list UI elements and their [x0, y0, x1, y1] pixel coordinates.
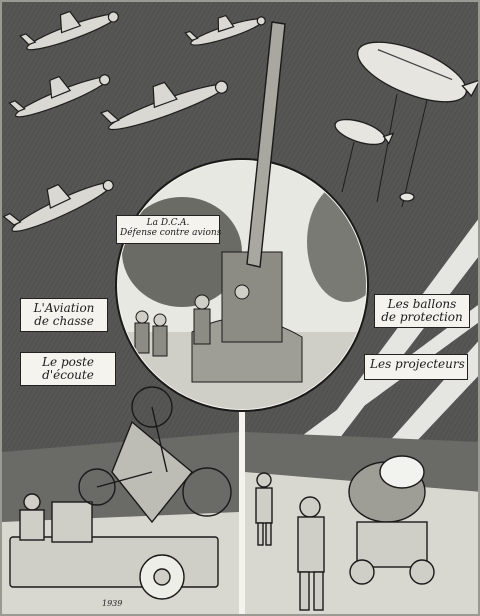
generator	[51, 501, 93, 543]
balloon-small	[399, 192, 415, 202]
panel-divider	[239, 402, 245, 614]
plane-2	[184, 14, 266, 46]
barrage-balloons	[334, 41, 478, 208]
horn-top	[131, 386, 173, 428]
label-dca: La D.C.A. Défense contre avions	[116, 215, 222, 244]
label-aviation: L'Aviation de chasse	[20, 298, 108, 332]
plane-4	[99, 80, 229, 131]
label-poste: Le poste d'écoute	[20, 352, 116, 386]
truck-body	[9, 536, 219, 588]
balloon-medium	[334, 118, 395, 146]
listening-post	[9, 386, 232, 600]
plane-1	[19, 10, 119, 51]
soldier-back	[255, 472, 273, 546]
plane-3	[8, 74, 111, 118]
label-aviation-line1: L'Aviation	[33, 301, 95, 315]
fighter-planes	[2, 10, 266, 232]
searchlight-unit	[255, 455, 435, 611]
plane-5	[2, 179, 114, 232]
gun-barrel	[246, 21, 286, 268]
operator-head	[23, 493, 41, 511]
label-projecteurs-text: Les projecteurs	[370, 357, 465, 371]
label-ballons-line2: de protection	[381, 310, 463, 324]
label-projecteurs: Les projecteurs	[364, 354, 468, 380]
horn-left	[78, 468, 116, 506]
label-dca-line1: La D.C.A.	[146, 218, 190, 228]
balloon-large	[356, 41, 478, 103]
label-poste-line2: d'écoute	[42, 368, 94, 382]
label-ballons-line1: Les ballons	[387, 297, 457, 311]
label-aviation-line2: de chasse	[34, 314, 94, 328]
artist-signature: 1939	[102, 599, 123, 608]
label-poste-line1: Le poste	[42, 355, 94, 369]
label-ballons: Les ballons de protection	[374, 294, 470, 328]
soldier-front	[297, 496, 325, 611]
searchlight-carriage	[356, 521, 428, 568]
label-dca-line2: Défense contre avions	[120, 228, 222, 238]
horn-right	[182, 467, 232, 517]
